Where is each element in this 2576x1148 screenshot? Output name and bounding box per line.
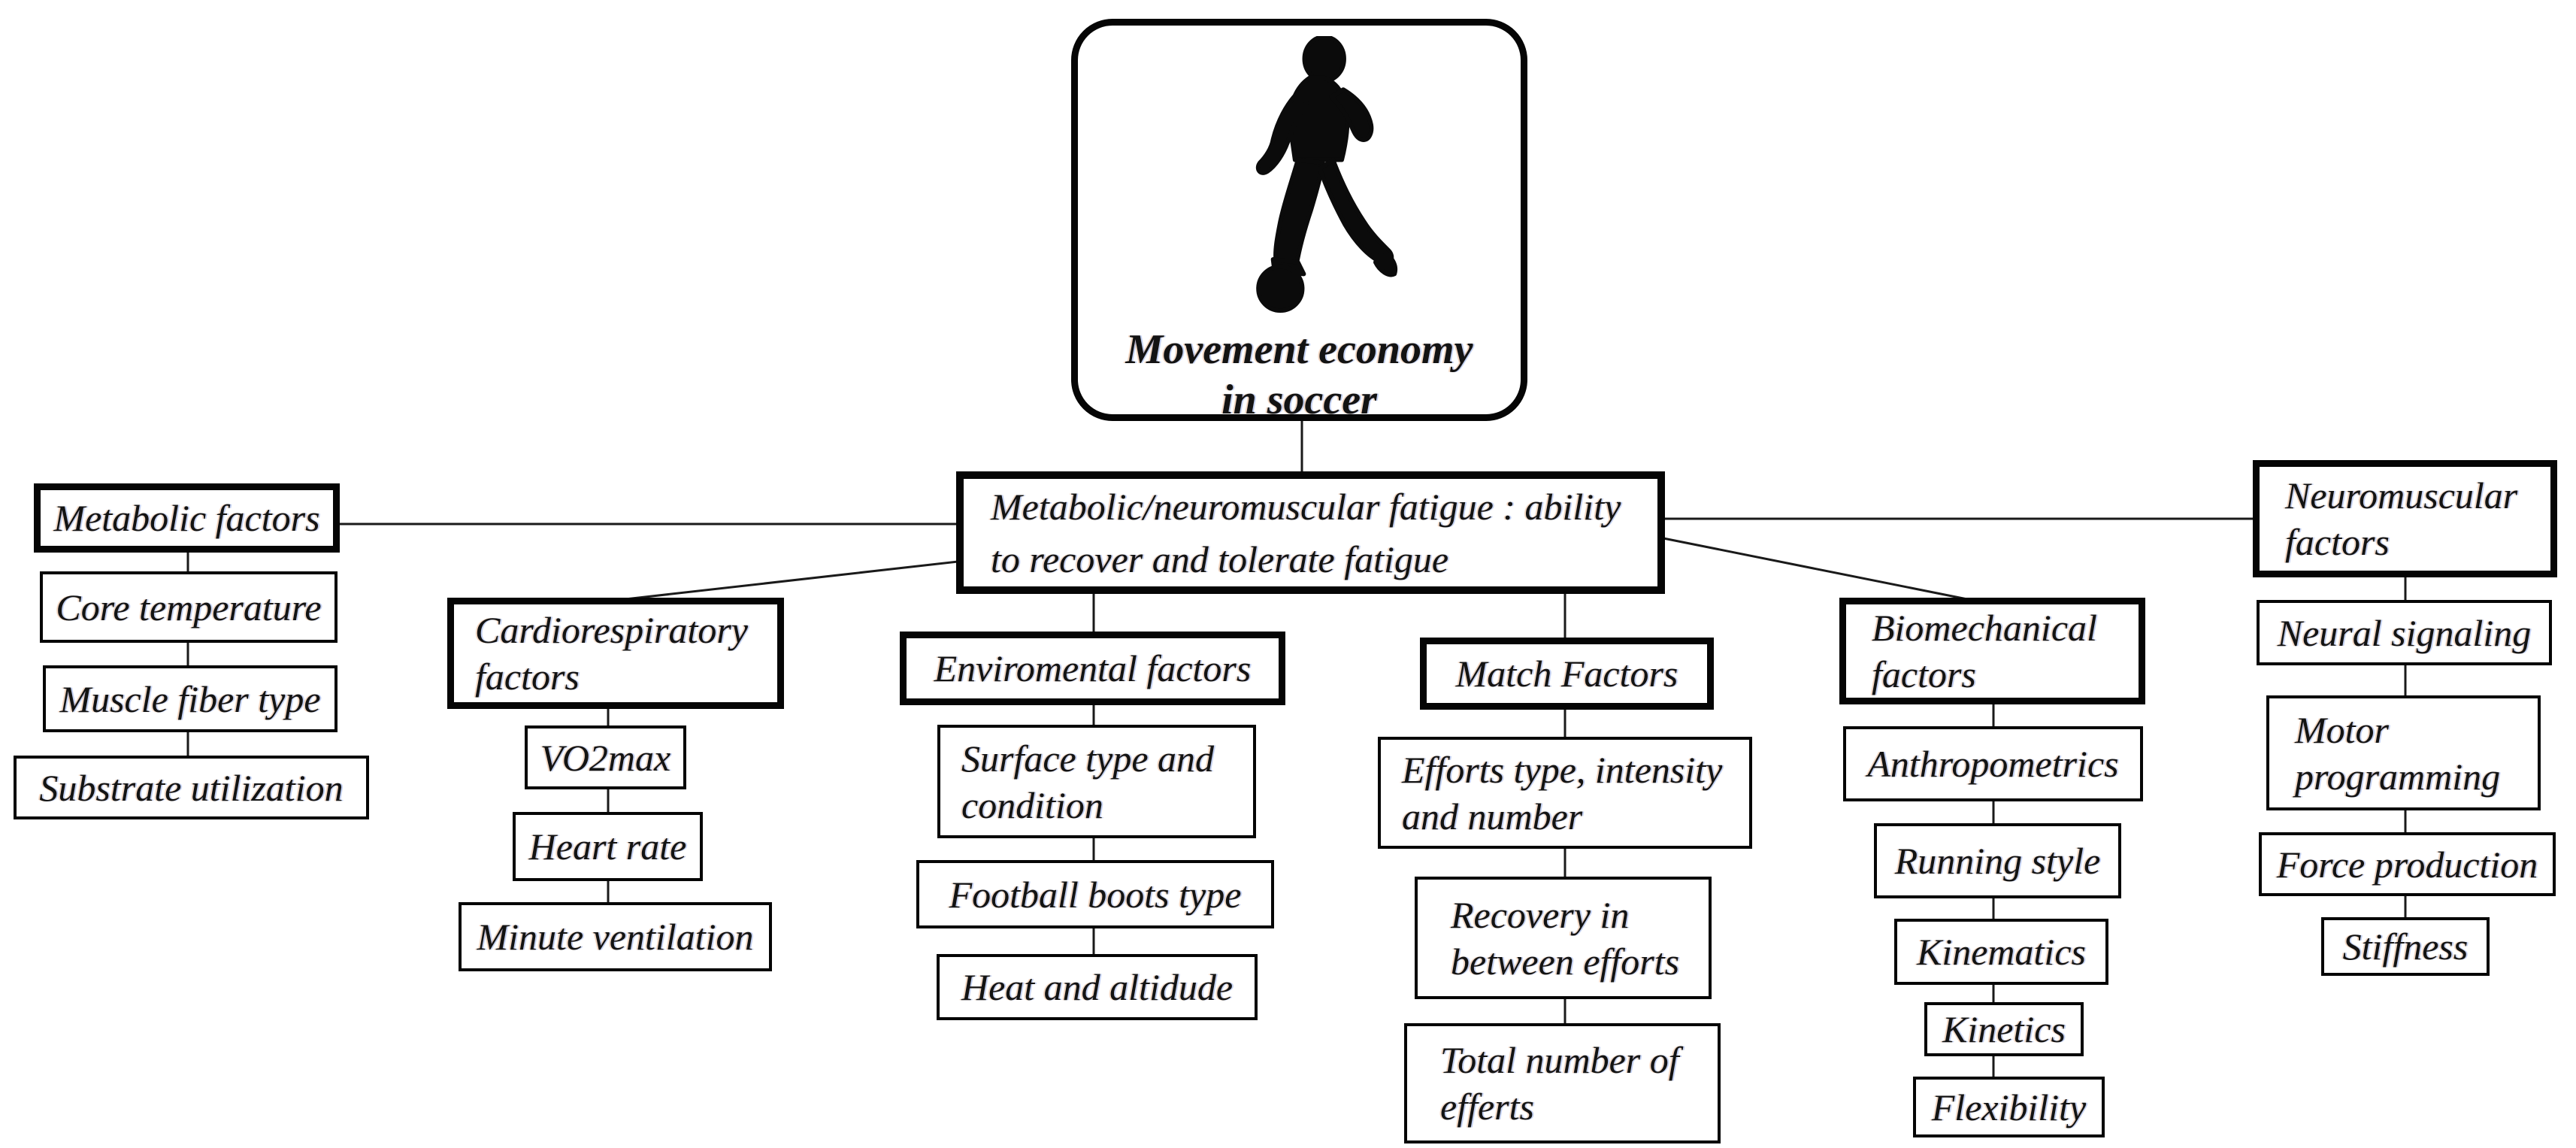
node-label: Surface type and [961,737,1215,780]
node-label: Cardiorespiratory [475,609,748,651]
node-label: Neuromuscular [2285,474,2518,516]
node-label: VO2max [540,736,671,779]
node-running-style: Running style [1874,823,2121,898]
node-label: Minute ventilation [477,916,754,958]
node-anthropometrics: Anthropometrics [1843,726,2143,801]
node-label: Anthropometrics [1867,743,2119,785]
node-label: Core temperature [56,586,322,629]
node-enviromental-factors: Enviromental factors [900,632,1285,705]
node-flexibility: Flexibility [1913,1077,2105,1137]
node-label: Enviromental factors [934,647,1252,689]
node-neuromuscular-factors: Neuromuscular factors [2253,460,2557,577]
node-metabolic-factors: Metabolic factors [34,483,340,553]
node-biomechanical-factors: Biomechanical factors [1839,598,2145,704]
node-motor-programming: Motor programming [2266,695,2541,810]
node-heart-rate: Heart rate [513,812,703,881]
node-label: Heart rate [528,825,687,868]
node-label: Metabolic factors [53,497,320,539]
node-kinematics: Kinematics [1894,919,2108,985]
node-label: Running style [1894,840,2101,882]
node-label: Efforts type, intensity [1402,748,1723,791]
node-label: Stiffness [2342,925,2469,968]
node-vo2max: VO2max [525,725,686,789]
node-label: and number [1402,795,1583,838]
node-heat-and-altidude: Heat and altidude [937,954,1258,1020]
node-fatigue-root: Metabolic/neuromuscular fatigue : abilit… [956,471,1665,594]
node-label: programming [2295,755,2501,798]
node-label: Biomechanical [1872,607,2097,649]
node-efforts-type-intensity-number: Efforts type, intensity and number [1378,737,1752,849]
hero-title: Movement economy in soccer [1078,325,1521,426]
node-core-temperature: Core temperature [40,571,338,643]
hero-box: Movement economy in soccer [1071,19,1527,423]
node-label: Neural signaling [2277,611,2532,654]
node-minute-ventilation: Minute ventilation [459,902,772,971]
node-label: Flexibility [1931,1086,2087,1128]
node-label: Motor [2295,708,2389,751]
node-recovery-between-efforts: Recovery in between efforts [1415,877,1712,999]
node-label: Total number of [1440,1039,1679,1081]
node-label: Kinematics [1917,931,2086,973]
node-match-factors: Match Factors [1420,638,1714,710]
node-label: Match Factors [1455,653,1678,695]
hero-title-line: in soccer [1221,377,1377,423]
node-label: to recover and tolerate fatigue [991,538,1449,580]
node-label: Force production [2276,843,2538,886]
node-kinetics: Kinetics [1924,1002,2084,1056]
node-label: Metabolic/neuromuscular fatigue : abilit… [991,485,1621,528]
node-total-number-of-efferts: Total number of efferts [1404,1023,1721,1143]
node-cardiorespiratory-factors: Cardiorespiratory factors [447,598,784,709]
node-label: Recovery in [1451,893,1630,936]
node-surface-type-condition: Surface type and condition [937,725,1256,838]
node-label: factors [1872,653,1976,695]
hero-title-line: Movement economy [1125,326,1473,373]
node-label: Heat and altidude [961,966,1234,1008]
node-label: factors [475,656,580,698]
node-label: Substrate utilization [39,766,344,809]
node-stiffness: Stiffness [2321,917,2490,976]
node-label: efferts [1440,1086,1534,1128]
node-label: Football boots type [949,873,1242,916]
soccer-player-icon [1255,36,1398,314]
node-label: between efforts [1451,940,1680,983]
node-label: Kinetics [1942,1008,2066,1050]
node-label: condition [961,783,1103,826]
node-label: factors [2285,521,2390,563]
node-football-boots-type: Football boots type [916,860,1274,928]
node-muscle-fiber-type: Muscle fiber type [43,665,338,732]
node-substrate-utilization: Substrate utilization [14,756,369,819]
node-neural-signaling: Neural signaling [2257,600,2552,665]
node-force-production: Force production [2259,832,2556,896]
node-label: Muscle fiber type [59,677,321,720]
